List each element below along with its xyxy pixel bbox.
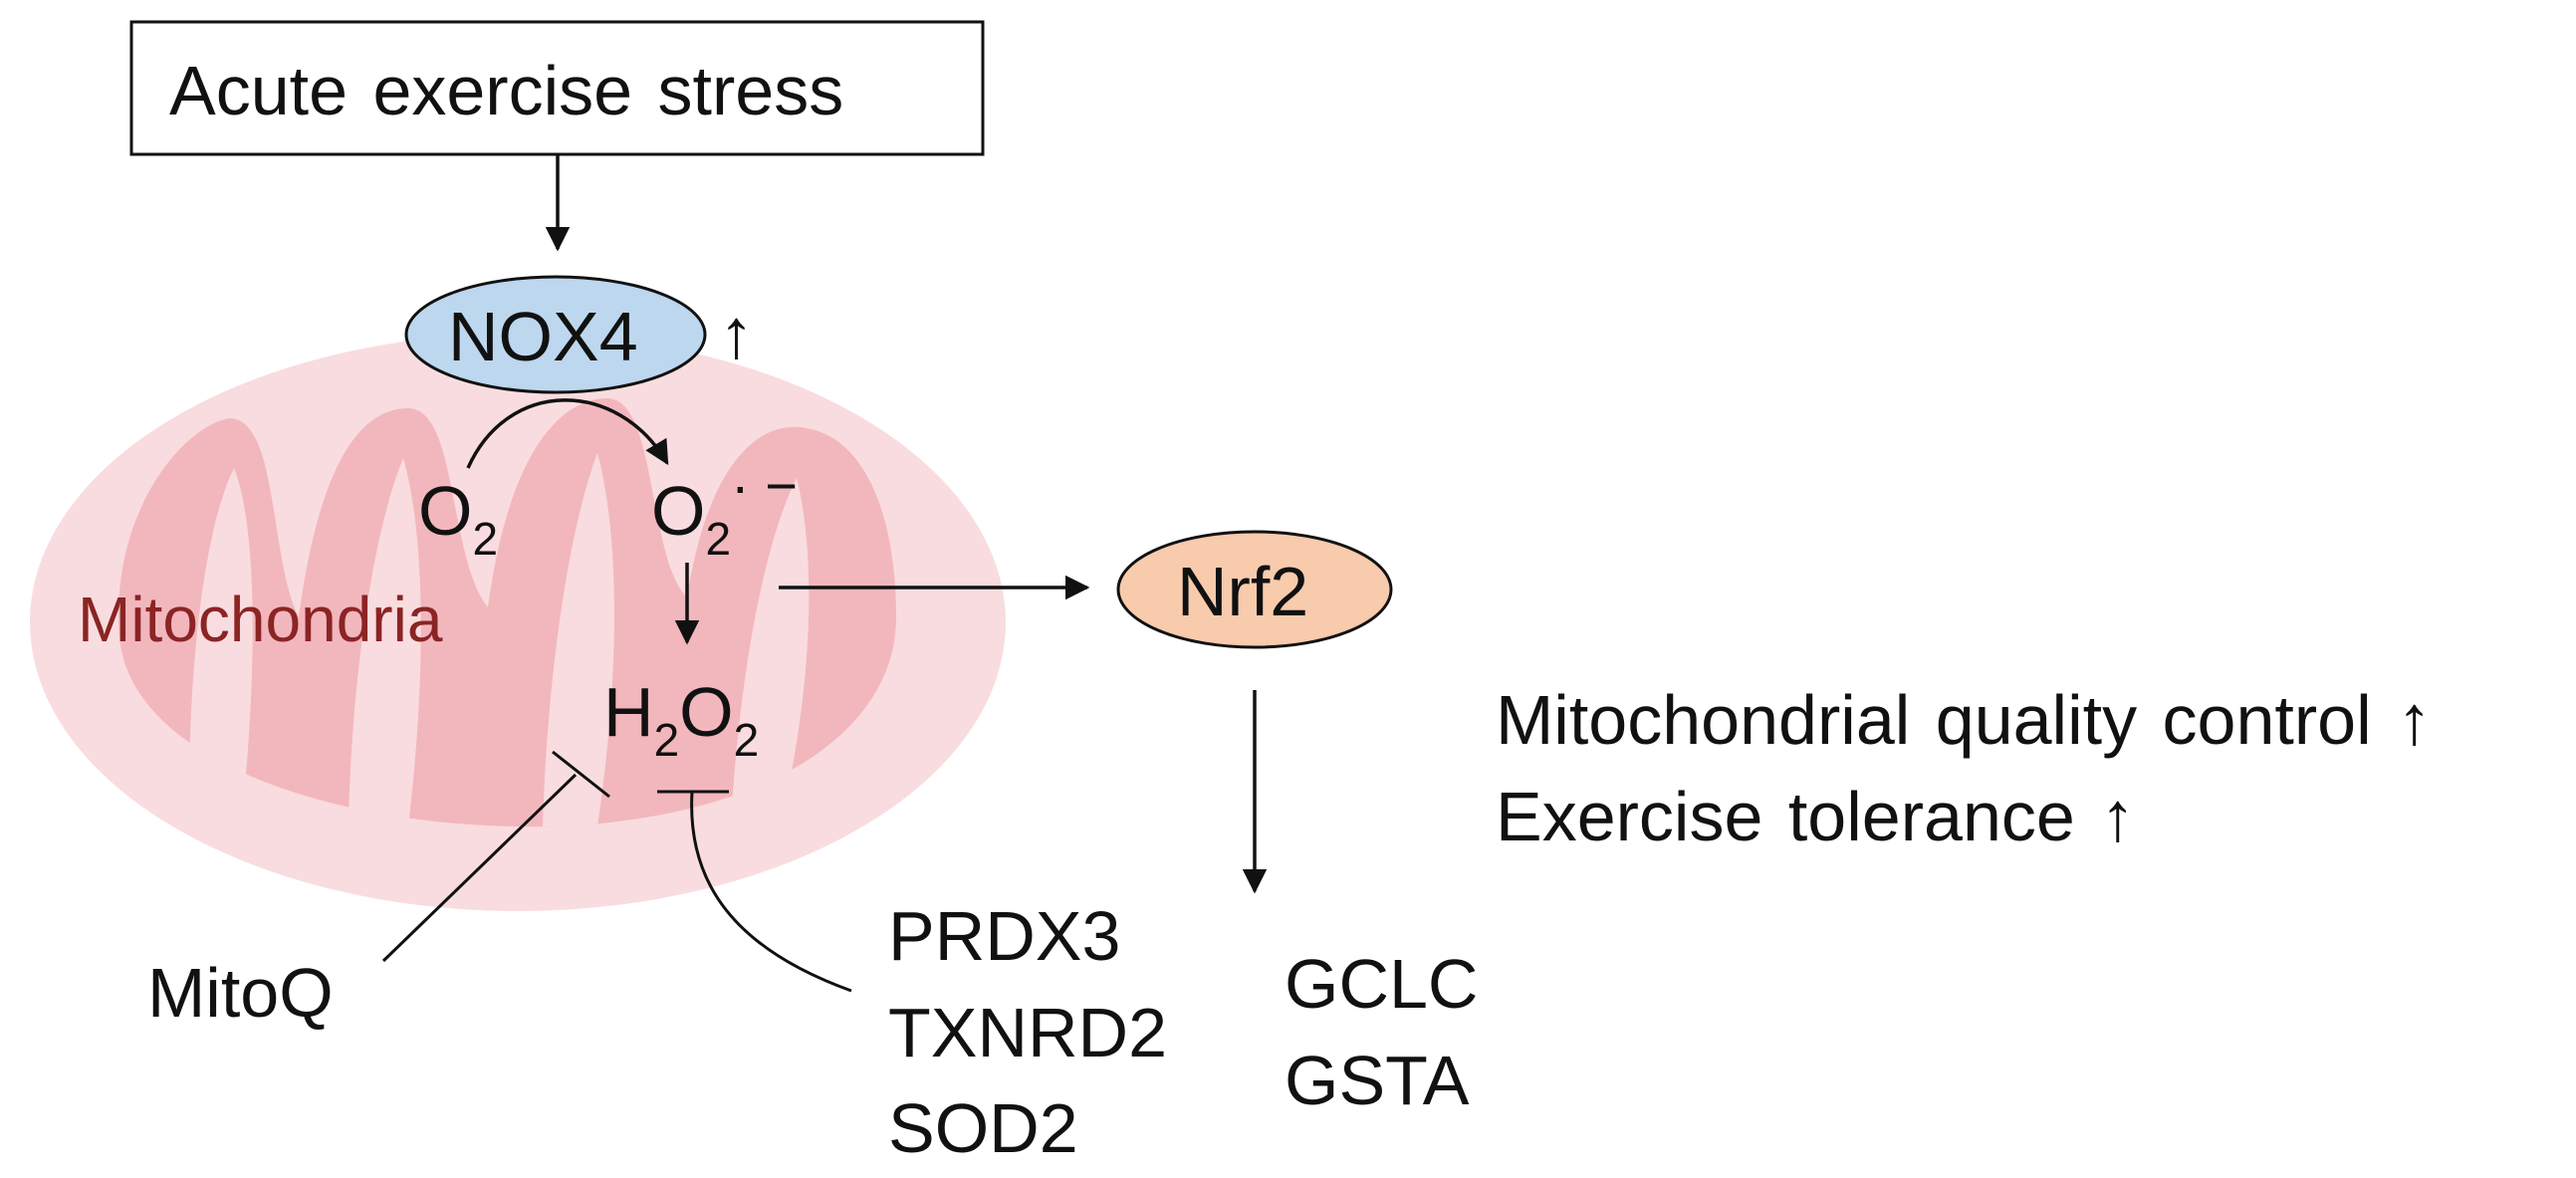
mitoq-label: MitoQ bbox=[147, 954, 334, 1032]
nrf2-ellipse bbox=[1116, 530, 1393, 649]
enzyme-sod2: SOD2 bbox=[888, 1089, 1078, 1167]
outcome-exercise-tolerance: Exercise tolerance ↑ bbox=[1496, 778, 2136, 855]
inhibition-enzymes bbox=[657, 790, 852, 993]
inhibition-mitoq bbox=[381, 750, 610, 963]
stimulus-label: Acute exercise stress bbox=[169, 52, 844, 129]
nox4-label: NOX4 bbox=[448, 298, 638, 375]
stimulus-box bbox=[129, 20, 985, 156]
outcome-mitochondrial-quality-control: Mitochondrial quality control ↑ bbox=[1496, 681, 2433, 759]
mitochondrion-shape bbox=[30, 334, 1006, 911]
arrow-o2-to-superoxide bbox=[466, 398, 669, 469]
enzyme-gsta: GSTA bbox=[1285, 1042, 1470, 1119]
o2-label: O2 bbox=[418, 472, 499, 565]
enzyme-prdx3: PRDX3 bbox=[888, 897, 1121, 975]
superoxide-label: O2· − bbox=[651, 454, 798, 565]
nox4-ellipse bbox=[404, 275, 707, 394]
enzyme-gclc: GCLC bbox=[1285, 945, 1479, 1023]
mitochondria-label: Mitochondria bbox=[78, 584, 443, 655]
h2o2-label: H2O2 bbox=[603, 673, 760, 766]
enzyme-txnrd2: TXNRD2 bbox=[888, 994, 1168, 1071]
nrf2-label: Nrf2 bbox=[1177, 553, 1309, 630]
nox4-up-arrow: ↑ bbox=[719, 295, 754, 372]
